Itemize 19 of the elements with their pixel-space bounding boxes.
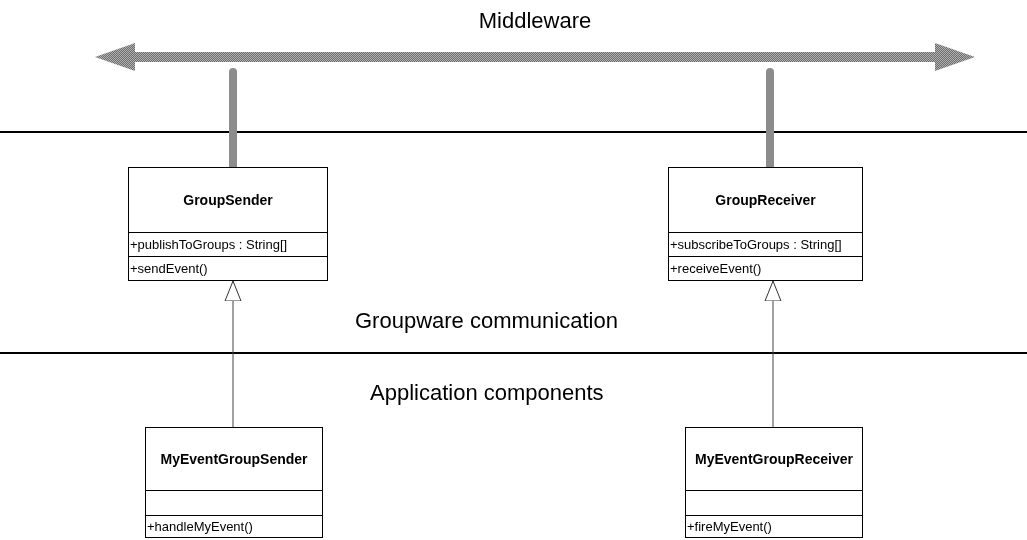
layer-label: Groupware communication xyxy=(355,307,618,335)
class-name: GroupSender xyxy=(183,190,273,210)
generalization-arrow xyxy=(224,280,242,428)
class-box xyxy=(668,167,863,281)
layer-title: Middleware xyxy=(478,7,592,35)
class-box xyxy=(128,167,328,281)
layer-label: Application components xyxy=(370,379,604,407)
class-method: +receiveEvent() xyxy=(670,259,762,278)
class-method: +handleMyEvent() xyxy=(147,517,253,536)
class-name: GroupReceiver xyxy=(715,190,816,210)
class-name: MyEventGroupSender xyxy=(160,449,308,469)
class-attribute: +subscribeToGroups : String[] xyxy=(670,235,842,254)
class-attribute: +publishToGroups : String[] xyxy=(130,235,288,254)
class-box xyxy=(145,427,323,538)
class-method: +sendEvent() xyxy=(130,259,208,278)
class-name: MyEventGroupReceiver xyxy=(695,449,853,469)
class-box xyxy=(685,427,863,538)
class-method: +fireMyEvent() xyxy=(687,517,772,536)
generalization-arrow xyxy=(764,280,782,428)
